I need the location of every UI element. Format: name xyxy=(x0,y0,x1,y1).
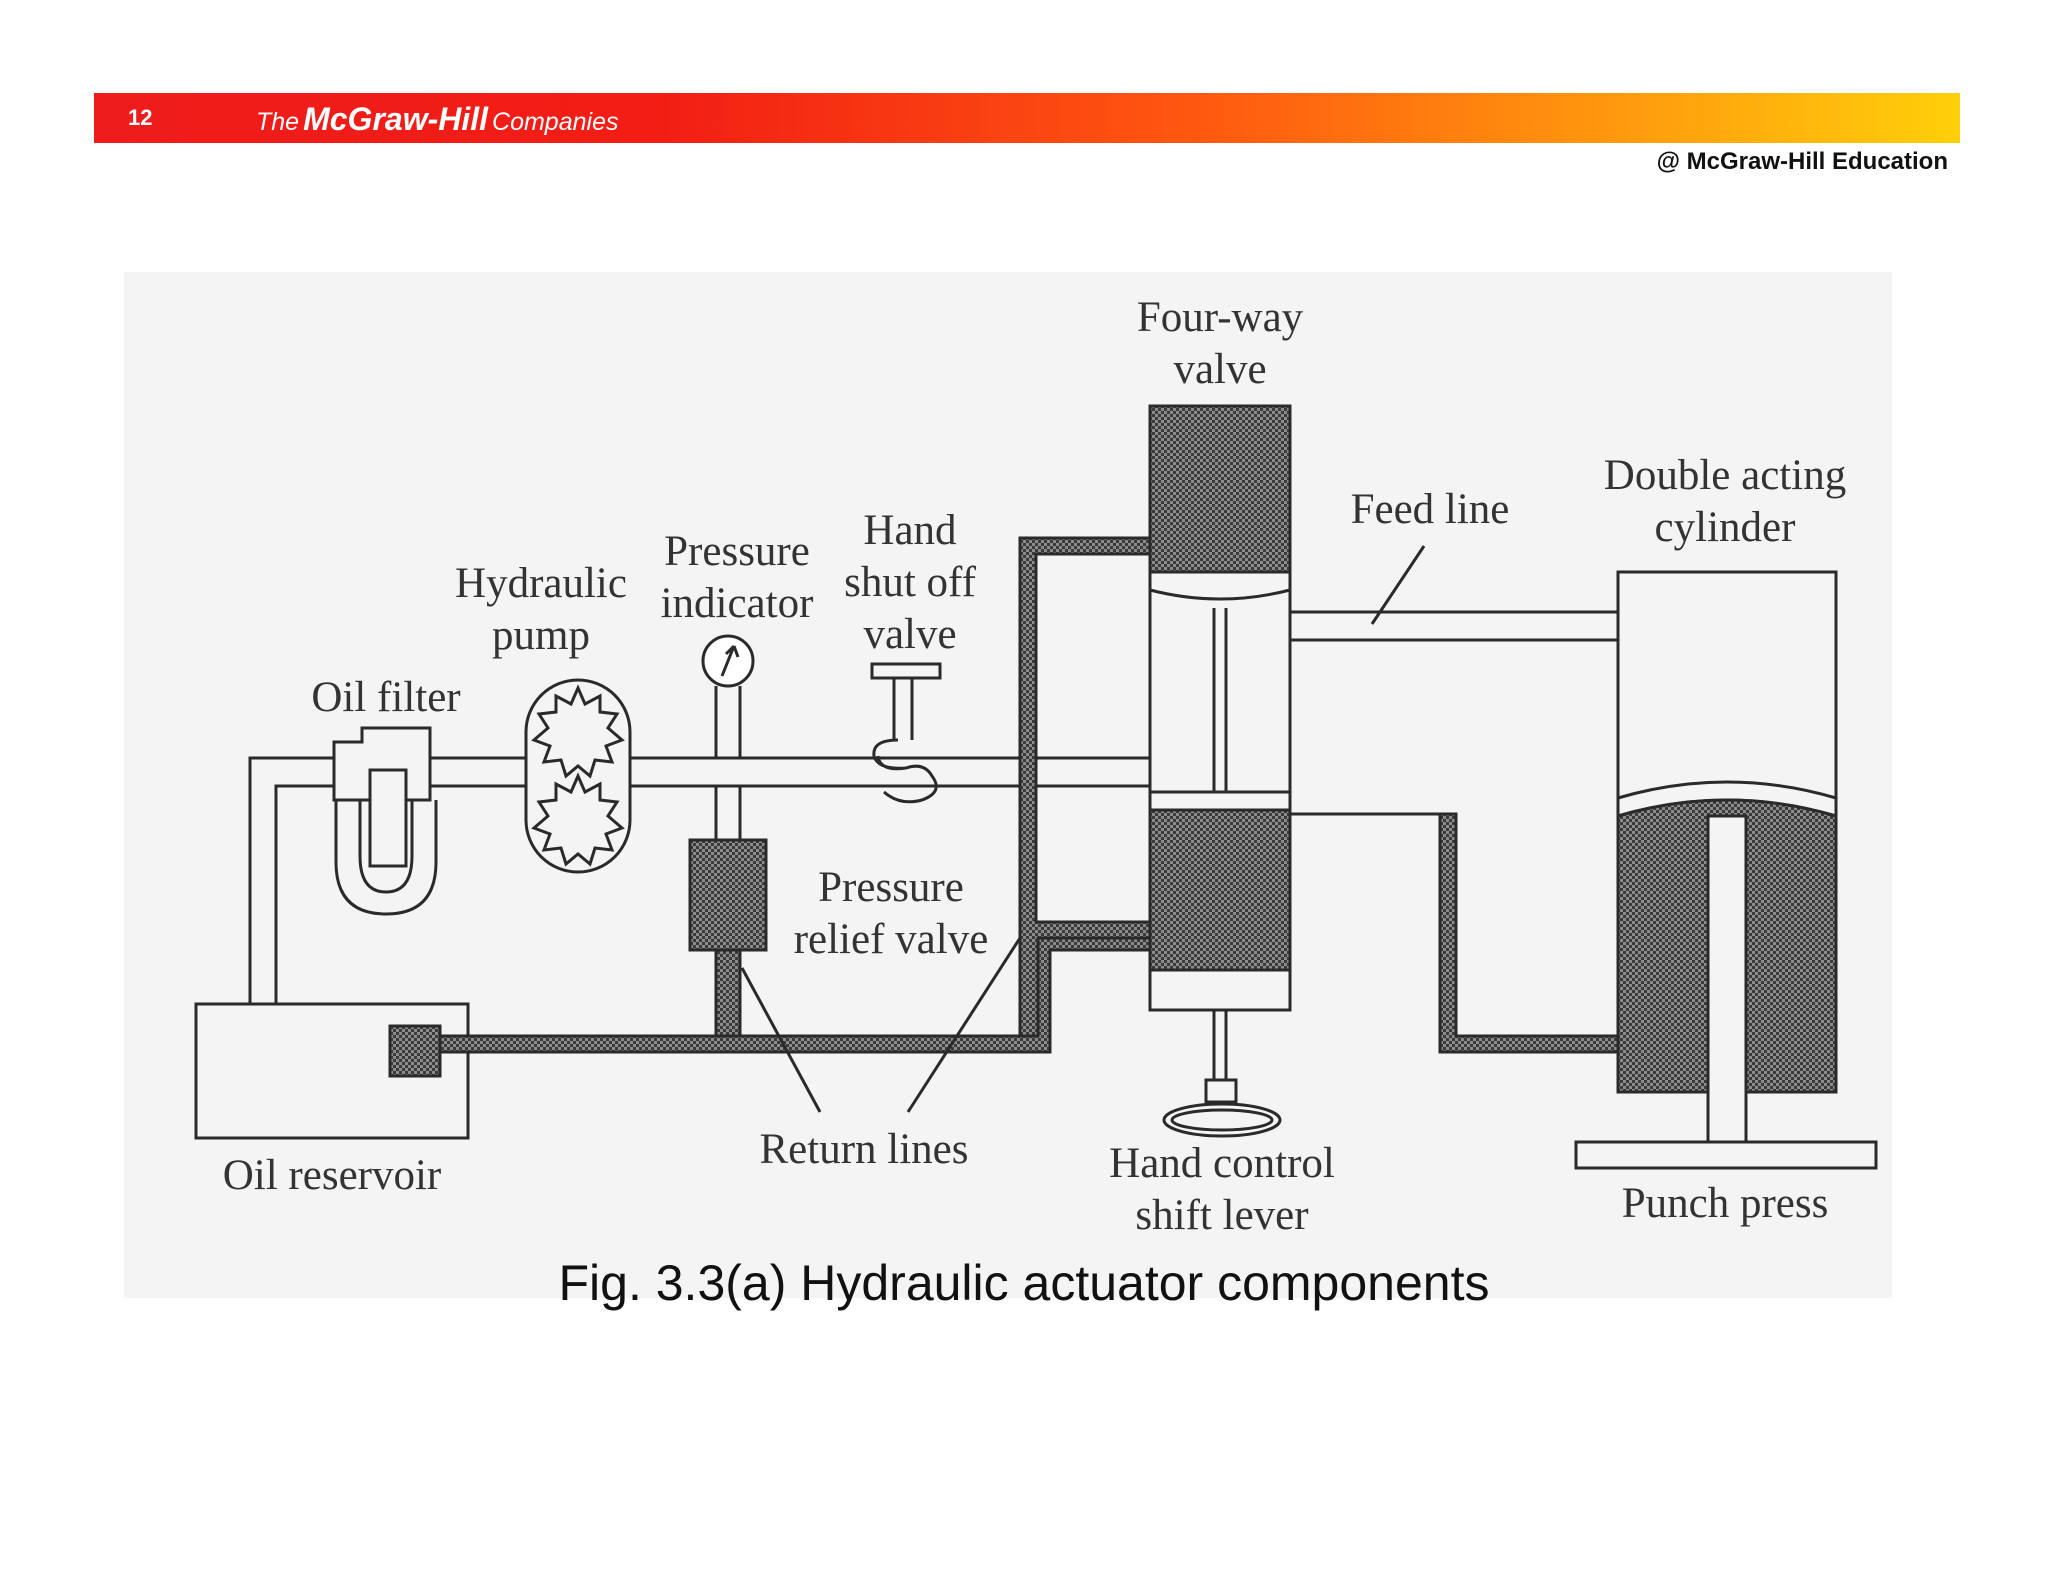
hand-control-shift-lever-label: Hand control shift lever xyxy=(1082,1138,1362,1242)
hand-control-shift-lever-label-line2: shift lever xyxy=(1135,1192,1309,1239)
hand-shut-off-valve-label-line1: Hand xyxy=(863,507,957,554)
oil-filter-element xyxy=(368,768,408,868)
feed-line-leader xyxy=(1370,545,1426,625)
four-way-valve-label-line1: Four-way xyxy=(1136,294,1304,341)
shut-off-valve-stem xyxy=(892,678,914,740)
shut-off-valve-handle xyxy=(870,662,942,680)
feed-line-label: Feed line xyxy=(1350,486,1510,533)
brand-suffix: Companies xyxy=(492,108,619,136)
oil-filter-inner xyxy=(358,800,414,894)
page-number: 12 xyxy=(128,105,153,130)
copyright-notice: @ McGraw-Hill Education xyxy=(1656,148,1948,175)
reservoir-outlet-block xyxy=(388,1024,442,1078)
shift-lever-rod xyxy=(1212,1010,1228,1080)
shut-off-valve-body xyxy=(872,738,938,804)
feed-line-lower-return xyxy=(1290,812,1620,1054)
oil-filter-label: Oil filter xyxy=(311,674,461,721)
pressure-relief-valve-label-line2: relief valve xyxy=(793,916,989,963)
piston-rod xyxy=(1706,814,1748,1144)
double-acting-cylinder-label: Double acting cylinder xyxy=(1570,450,1880,554)
pressure-indicator-label: Pressure indicator xyxy=(642,526,832,630)
pump-gear-lower xyxy=(531,772,625,867)
punch-press xyxy=(1574,1140,1878,1170)
indicator-needle xyxy=(720,644,740,677)
pressure-relief-valve xyxy=(688,838,768,952)
hand-shut-off-valve-label-line2: shut off xyxy=(844,559,976,606)
suction-pipe xyxy=(248,756,334,1004)
return-lines-label: Return lines xyxy=(759,1126,969,1173)
hand-shut-off-valve-label: Hand shut off valve xyxy=(820,505,1000,661)
shift-lever-ring-inner xyxy=(1170,1108,1274,1132)
punch-press-label: Punch press xyxy=(1621,1180,1829,1227)
hydraulic-pump-label-line2: pump xyxy=(492,612,590,659)
brand-name: McGraw-Hill xyxy=(303,101,489,137)
brand-prefix: The xyxy=(256,108,300,136)
pressure-indicator-label-line1: Pressure xyxy=(664,528,810,575)
hydraulic-pump-label-line1: Hydraulic xyxy=(455,560,627,607)
relief-valve-branch xyxy=(714,786,742,840)
hand-control-shift-lever-label-line1: Hand control xyxy=(1109,1140,1335,1187)
valve-spool-top xyxy=(1148,570,1292,601)
pressure-line xyxy=(630,756,1150,788)
pressure-indicator-label-line2: indicator xyxy=(660,580,814,627)
valve-spool-rod xyxy=(1212,608,1228,792)
four-way-valve-label-line2: valve xyxy=(1173,346,1267,393)
pump-gear-upper xyxy=(531,684,625,779)
return-leader-left xyxy=(740,967,822,1113)
relief-return-line xyxy=(714,948,742,1038)
four-way-valve-lower xyxy=(1148,808,1292,972)
feed-line xyxy=(1290,610,1618,642)
four-way-valve-label: Four-way valve xyxy=(1100,292,1340,396)
double-acting-cylinder-label-line1: Double acting xyxy=(1603,452,1847,499)
indicator-stem xyxy=(714,686,742,758)
oil-reservoir-label: Oil reservoir xyxy=(222,1152,442,1199)
hydraulic-pump-label: Hydraulic pump xyxy=(436,558,646,662)
oil-filter-bowl xyxy=(334,800,438,916)
double-acting-cylinder-label-line2: cylinder xyxy=(1654,504,1796,551)
filter-to-pump-pipe xyxy=(430,756,526,788)
shift-lever-knob xyxy=(1204,1078,1238,1104)
four-way-valve-upper xyxy=(1148,404,1292,574)
pressure-relief-valve-label-line1: Pressure xyxy=(818,864,964,911)
valve-spool-bottom xyxy=(1148,790,1292,812)
return-leader-right xyxy=(906,937,1022,1113)
hand-control-shift-lever xyxy=(1162,1102,1282,1138)
pressure-relief-valve-label: Pressure relief valve xyxy=(776,862,1006,966)
hand-shut-off-valve-label-line3: valve xyxy=(863,611,957,658)
figure-caption: Fig. 3.3(a) Hydraulic actuator component… xyxy=(558,1255,1490,1311)
